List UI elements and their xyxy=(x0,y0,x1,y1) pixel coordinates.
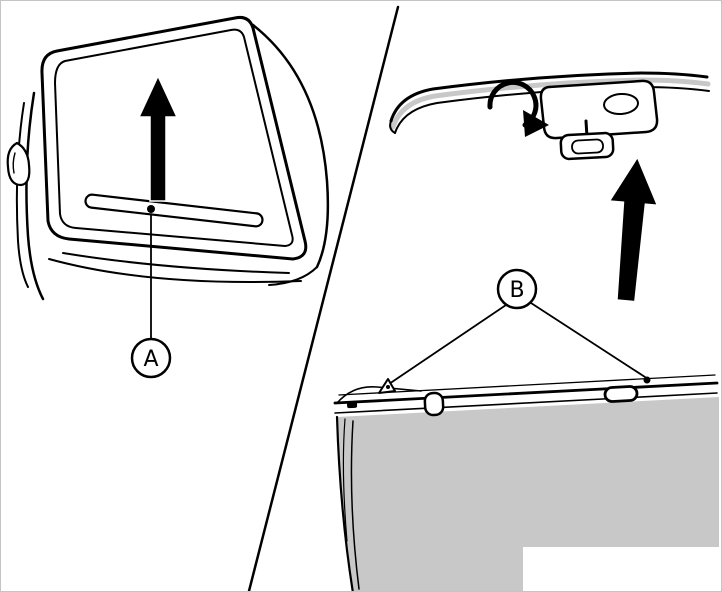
panel-divider xyxy=(247,5,400,591)
window-inner-frame xyxy=(54,28,294,247)
bracket-oval-handle xyxy=(603,92,639,116)
bar-loop-clip xyxy=(423,391,445,417)
housing-gray-strip xyxy=(390,77,711,130)
hook-catch-slot xyxy=(571,138,604,155)
housing-end-cap xyxy=(389,120,396,134)
door-panel-line xyxy=(48,258,302,284)
pillar-lower-contour xyxy=(268,266,318,286)
shade-bar-left-flap xyxy=(336,386,422,404)
right-hook-hole xyxy=(603,385,639,403)
rotate-clockwise-arrow-icon xyxy=(487,79,539,128)
right-attachment-peg xyxy=(643,376,651,384)
shade-bar-front-edge xyxy=(334,392,718,414)
callout-b-circle xyxy=(496,268,538,310)
door-hinge-bump xyxy=(6,141,31,187)
door-edge-contour xyxy=(25,91,45,301)
bar-end-clip xyxy=(346,400,358,409)
up-arrow-icon xyxy=(137,74,179,202)
callout-b-label: B xyxy=(509,278,524,303)
callout-a-circle xyxy=(130,337,172,379)
up-arrow-icon xyxy=(608,155,659,303)
door-edge-inner-contour xyxy=(15,102,29,288)
fabric-fold-line-2 xyxy=(342,418,348,542)
shade-bar-top-edge xyxy=(333,381,719,405)
callout-b-leader-left xyxy=(388,304,507,385)
door-belt-line xyxy=(62,252,290,274)
left-attachment-dot xyxy=(386,385,390,389)
pillar-contour xyxy=(251,23,330,269)
fabric-fold-line xyxy=(350,420,360,590)
window-outer-frame xyxy=(40,16,308,261)
left-panel: A xyxy=(6,16,330,379)
callout-a-label: A xyxy=(143,347,158,372)
shade-bar-back-line xyxy=(338,374,716,396)
callout-b-leader-right xyxy=(530,302,646,378)
rotate-arrow-head xyxy=(523,110,549,137)
shade-slot xyxy=(84,193,264,228)
hook-catch xyxy=(559,131,615,161)
fabric-drape-edge xyxy=(335,415,354,591)
door-hinge-detail xyxy=(12,152,16,174)
right-panel: B xyxy=(333,71,719,591)
housing-upper-edge xyxy=(389,71,709,123)
hook-bracket xyxy=(539,79,659,140)
slot-attachment-dot xyxy=(147,205,155,213)
shade-fabric xyxy=(337,397,719,591)
